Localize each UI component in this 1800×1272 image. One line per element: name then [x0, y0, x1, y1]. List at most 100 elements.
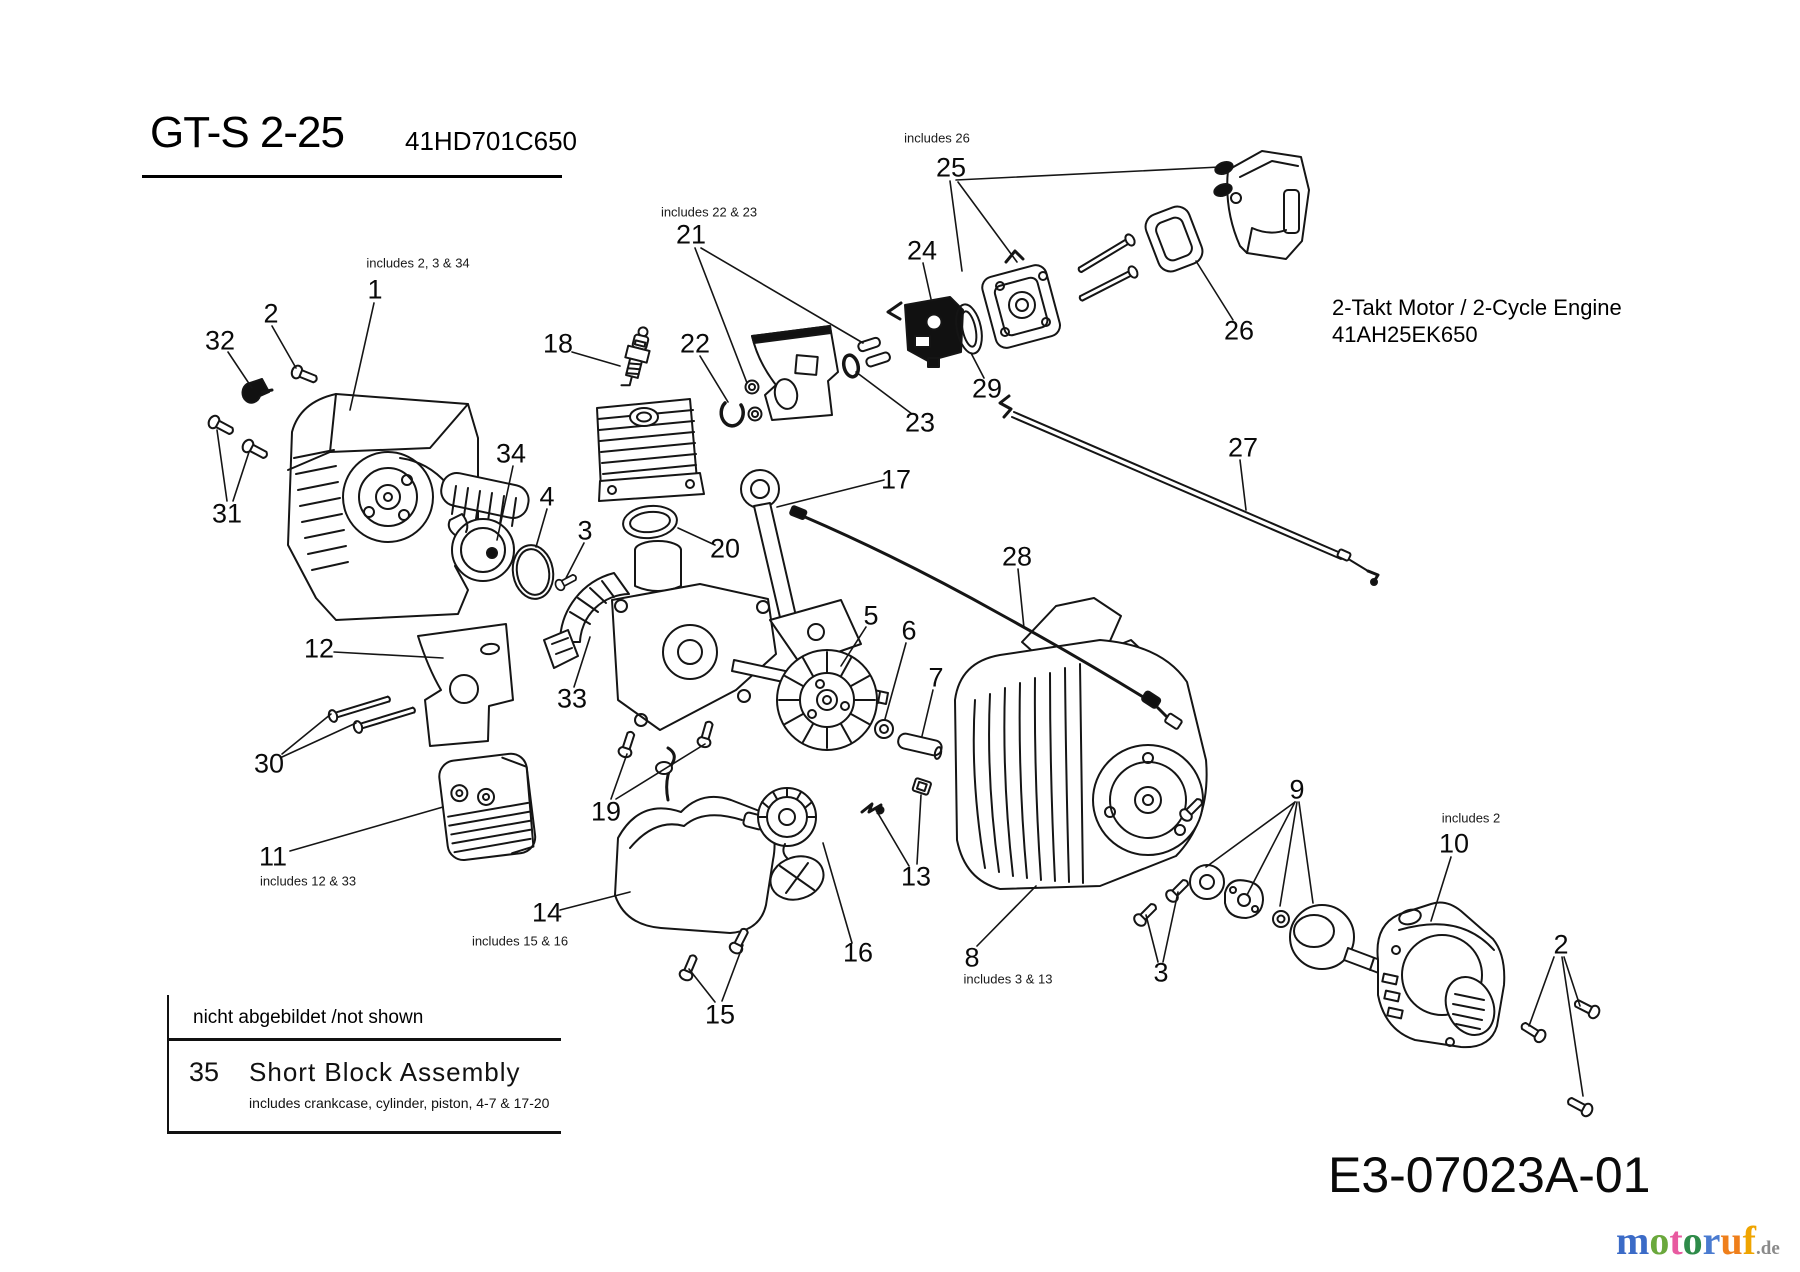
motoruf-logo: motoruf.de	[1616, 1220, 1780, 1270]
part-flywheel	[776, 649, 878, 751]
not-shown-row: 35 Short Block Assembly includes crankca…	[169, 1041, 561, 1134]
part-label-13: 13	[900, 861, 932, 892]
part-label-29: 29	[971, 373, 1003, 404]
engine-label-line2: 41AH25EK650	[1332, 322, 1478, 347]
part-pin-7	[897, 732, 943, 760]
part-seal-22	[719, 401, 745, 428]
part-label-3: 3	[577, 515, 593, 546]
part-cylinder-gasket	[622, 504, 678, 540]
part-label-31: 31	[211, 498, 243, 529]
part-cylinder	[596, 398, 705, 502]
page-title: GT-S 2-25	[150, 108, 345, 157]
part-label-1: 1	[367, 274, 383, 305]
part-label-6: 6	[901, 615, 917, 646]
part-label-28: 28	[1001, 541, 1033, 572]
part-air-cleaner-cover	[1213, 150, 1310, 260]
includes-note: includes 26	[904, 130, 970, 146]
part-label-4: 4	[539, 481, 555, 512]
includes-note: includes 15 & 16	[471, 933, 569, 949]
includes-note: includes 22 & 23	[660, 204, 758, 220]
part-screw-2-top	[288, 363, 320, 387]
part-label-16: 16	[842, 937, 874, 968]
part-muffler-11	[438, 752, 537, 862]
part-carburetor-24	[886, 296, 964, 368]
part-label-22: 22	[679, 328, 711, 359]
part-label-18: 18	[542, 328, 574, 359]
logo-letter: o	[1649, 1218, 1670, 1263]
part-clip-13	[860, 777, 932, 815]
includes-note: includes 12 & 33	[259, 873, 357, 889]
engine-label-line1: 2-Takt Motor / 2-Cycle Engine	[1332, 295, 1622, 320]
logo-letter: m	[1616, 1218, 1650, 1263]
logo-letter: o	[1682, 1218, 1703, 1263]
part-label-21: 21	[675, 219, 707, 250]
leader-lines	[216, 166, 1584, 1097]
part-label-23: 23	[904, 407, 936, 438]
includes-note: includes 3 & 13	[963, 971, 1053, 987]
motoruf-logo-letters: motoruf	[1616, 1218, 1756, 1263]
part-label-9: 9	[1289, 774, 1305, 805]
part-plug-32	[241, 378, 274, 404]
part-fuel-tank-14	[614, 746, 776, 934]
includes-note: includes 2	[1441, 810, 1501, 826]
not-shown-box: nicht abgebildet /not shown 35 Short Blo…	[167, 995, 561, 1134]
part-clutch-housing-10	[1376, 901, 1506, 1049]
engine-label: 2-Takt Motor / 2-Cycle Engine 41AH25EK65…	[1332, 294, 1622, 348]
title-underline	[142, 175, 562, 178]
part-screw-3-mid	[552, 570, 580, 593]
part-label-26: 26	[1223, 315, 1255, 346]
diagram-code: E3-07023A-01	[1328, 1147, 1651, 1203]
part-throttle-cable-27	[998, 394, 1380, 586]
part-spark-plug	[620, 326, 651, 387]
part-label-25: 25	[935, 152, 967, 183]
not-shown-item-name: Short Block Assembly	[249, 1057, 521, 1087]
part-intake-bracket-21	[744, 325, 891, 422]
part-label-8: 8	[964, 942, 980, 973]
part-carb-gasket-29	[955, 303, 983, 355]
logo-letter: r	[1702, 1218, 1721, 1263]
part-label-10: 10	[1438, 828, 1470, 859]
part-heat-shield-33	[543, 572, 630, 669]
part-washer-6	[874, 719, 894, 739]
part-label-24: 24	[906, 235, 938, 266]
not-shown-item-number: 35	[189, 1057, 220, 1087]
part-label-7: 7	[928, 662, 944, 693]
part-seal-23	[841, 353, 861, 379]
part-fuel-cap-16	[757, 787, 825, 901]
not-shown-heading: nicht abgebildet /not shown	[169, 995, 561, 1041]
part-label-5: 5	[863, 600, 879, 631]
part-recoil-starter	[287, 393, 530, 621]
part-label-20: 20	[709, 533, 741, 564]
part-label-2: 2	[1553, 929, 1569, 960]
part-label-30: 30	[253, 748, 285, 779]
part-oring-4	[511, 544, 555, 600]
part-label-2: 2	[263, 298, 279, 329]
part-engine-shroud-8	[954, 597, 1208, 890]
part-label-15: 15	[704, 999, 736, 1030]
logo-letter: u	[1720, 1218, 1743, 1263]
part-ignition-rod-17	[740, 469, 862, 666]
part-bolts-30	[326, 691, 418, 735]
part-screws-31	[205, 412, 271, 463]
includes-note: includes 2, 3 & 34	[366, 255, 470, 271]
logo-letter: f	[1742, 1218, 1756, 1263]
part-air-filter-seal-26	[1144, 205, 1204, 273]
part-clutch-9	[1189, 864, 1397, 979]
part-label-11: 11	[258, 841, 288, 872]
part-airbox-25	[981, 231, 1141, 349]
motoruf-logo-domain: .de	[1756, 1238, 1780, 1259]
not-shown-item-detail: includes crankcase, cylinder, piston, 4-…	[249, 1095, 550, 1111]
part-label-34: 34	[495, 438, 527, 469]
model-number: 41HD701C650	[405, 126, 578, 156]
part-stop-wire-28	[789, 505, 1183, 730]
part-label-14: 14	[531, 897, 563, 928]
part-label-12: 12	[303, 633, 335, 664]
part-label-33: 33	[556, 683, 588, 714]
part-label-19: 19	[590, 796, 622, 827]
part-label-3: 3	[1153, 957, 1169, 988]
part-piston-crankcase	[611, 540, 889, 731]
part-label-27: 27	[1227, 432, 1259, 463]
part-screws-2-bottom	[1517, 995, 1603, 1120]
